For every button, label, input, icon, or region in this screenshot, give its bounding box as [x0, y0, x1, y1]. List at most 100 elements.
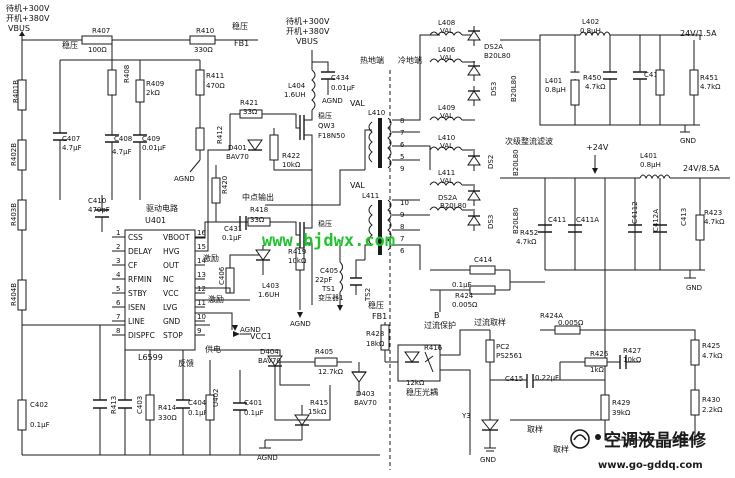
svg-text:C401: C401 — [244, 399, 262, 407]
resistor-r414 — [205, 394, 215, 421]
capacitor-c416 — [526, 374, 534, 388]
ic-pin-label: VCC — [163, 289, 179, 298]
svg-text:L401: L401 — [640, 152, 657, 160]
resistor-r402b — [17, 139, 27, 171]
resistor-r424a — [469, 285, 496, 295]
input-arrow — [19, 31, 25, 40]
svg-text:TS2: TS2 — [364, 288, 372, 302]
resistor-r427 — [584, 357, 608, 367]
svg-text:0.1μF: 0.1μF — [244, 409, 264, 417]
diode-d401 — [247, 139, 263, 151]
svg-text:10kΩ: 10kΩ — [288, 257, 307, 265]
ic-pin-num: 7 — [116, 313, 120, 321]
svg-text:33Ω: 33Ω — [250, 216, 265, 224]
resistor-r409 — [135, 79, 145, 103]
svg-text:L401: L401 — [545, 77, 562, 85]
ic-pin-num: 9 — [197, 327, 201, 335]
label-supply: 供电 — [205, 344, 221, 354]
svg-text:0.1μF: 0.1μF — [222, 234, 242, 242]
svg-text:AGND: AGND — [290, 320, 311, 328]
svg-text:GND: GND — [680, 137, 696, 145]
svg-text:R416: R416 — [424, 344, 443, 352]
ic-pin-label: OUT — [163, 261, 179, 270]
ic-pin-num: 2 — [116, 243, 120, 251]
svg-text:B20L80: B20L80 — [512, 207, 520, 234]
svg-text:R424: R424 — [455, 292, 474, 300]
svg-text:9: 9 — [400, 165, 404, 173]
ic-pin-num: 3 — [116, 257, 120, 265]
inductor-value: VAL — [440, 54, 453, 62]
svg-text:100Ω: 100Ω — [88, 46, 107, 54]
svg-text:C408: C408 — [114, 135, 132, 143]
capacitor-c402 — [118, 399, 132, 409]
label-midpoint-out: 中点输出 — [242, 192, 274, 202]
transformer-ts2 — [368, 199, 392, 255]
resistor-r416 — [380, 324, 390, 351]
ic-pin-num: 12 — [197, 285, 206, 293]
inductor-ref: L410 — [438, 134, 455, 142]
svg-text:L402: L402 — [582, 18, 599, 26]
inductor-l404 — [311, 69, 316, 111]
svg-text:稳压: 稳压 — [318, 219, 332, 228]
svg-text:C409: C409 — [142, 135, 160, 143]
svg-text:0.22μF: 0.22μF — [535, 374, 559, 382]
svg-text:4.7kΩ: 4.7kΩ — [704, 218, 725, 226]
svg-text:C406: C406 — [218, 266, 226, 285]
svg-text:R411: R411 — [206, 72, 224, 80]
label-excite-2: 激励 — [208, 294, 224, 304]
svg-text:330Ω: 330Ω — [158, 414, 177, 422]
resistor-r403b — [17, 199, 27, 231]
svg-text:8: 8 — [400, 117, 404, 125]
agnd-ic — [232, 325, 238, 331]
svg-text:4.7μF: 4.7μF — [112, 148, 132, 156]
ic-pin-num: 14 — [197, 257, 206, 265]
svg-text:VBUS: VBUS — [296, 37, 318, 46]
svg-text:AGND: AGND — [257, 454, 278, 462]
svg-text:BAV70: BAV70 — [226, 153, 249, 161]
svg-text:0.01μF: 0.01μF — [331, 84, 355, 92]
svg-text:DS2: DS2 — [487, 155, 495, 169]
svg-text:0.01μF: 0.01μF — [142, 144, 166, 152]
ic-pin-num: 4 — [116, 271, 121, 279]
svg-text:4.7kΩ: 4.7kΩ — [516, 238, 537, 246]
ic-u401-right-pins: 16VBOOT15HVG14OUT13NC12VCC11LVG10GND9STO… — [163, 229, 206, 340]
ic-pin-label: GND — [163, 317, 180, 326]
capacitor-c418 — [633, 71, 647, 80]
svg-text:R414: R414 — [158, 404, 177, 412]
svg-text:0.005Ω: 0.005Ω — [452, 301, 478, 309]
rectifier-diode — [467, 155, 481, 166]
secondary-inductor — [429, 181, 463, 186]
agnd-bottom — [259, 440, 271, 449]
svg-text:C4112: C4112 — [631, 201, 639, 224]
svg-text:10kΩ: 10kΩ — [282, 161, 301, 169]
resistor-r412 — [195, 127, 205, 151]
svg-text:6: 6 — [400, 141, 405, 149]
svg-text:C412A: C412A — [652, 209, 660, 232]
label-optocoupler: 稳压光耦 — [406, 387, 438, 397]
label-out-1: 24V/1.5A — [680, 29, 717, 38]
capacitor-c405 — [350, 277, 362, 286]
svg-text:5: 5 — [400, 153, 404, 161]
svg-text:L410: L410 — [368, 109, 385, 117]
svg-text:开机+380V: 开机+380V — [286, 26, 330, 36]
ic-pin-num: 15 — [197, 243, 206, 251]
logo-text: 空调液晶维修 — [604, 430, 707, 451]
ic-pin-num: 1 — [116, 229, 120, 237]
inductor-ref: L409 — [438, 104, 455, 112]
ic-u401 — [124, 229, 196, 351]
svg-text:待机+300V: 待机+300V — [286, 16, 330, 26]
svg-text:R405: R405 — [315, 348, 333, 356]
svg-text:C431: C431 — [224, 225, 242, 233]
svg-text:C405: C405 — [320, 267, 338, 275]
rectifier-diode — [467, 190, 481, 201]
svg-text:0.1μF: 0.1μF — [188, 409, 208, 417]
svg-text:1.6UH: 1.6UH — [284, 91, 306, 99]
svg-text:DS3: DS3 — [487, 215, 495, 229]
inductor-l401 — [639, 174, 671, 180]
label-sample-1: 取样 — [527, 424, 543, 434]
agnd-1: AGND — [174, 175, 195, 183]
transformer-pins: 87 65 910 98 76 — [400, 117, 409, 255]
secondary-inductor — [429, 206, 463, 211]
svg-text:470pF: 470pF — [88, 206, 110, 214]
svg-text:1kΩ: 1kΩ — [590, 366, 605, 374]
